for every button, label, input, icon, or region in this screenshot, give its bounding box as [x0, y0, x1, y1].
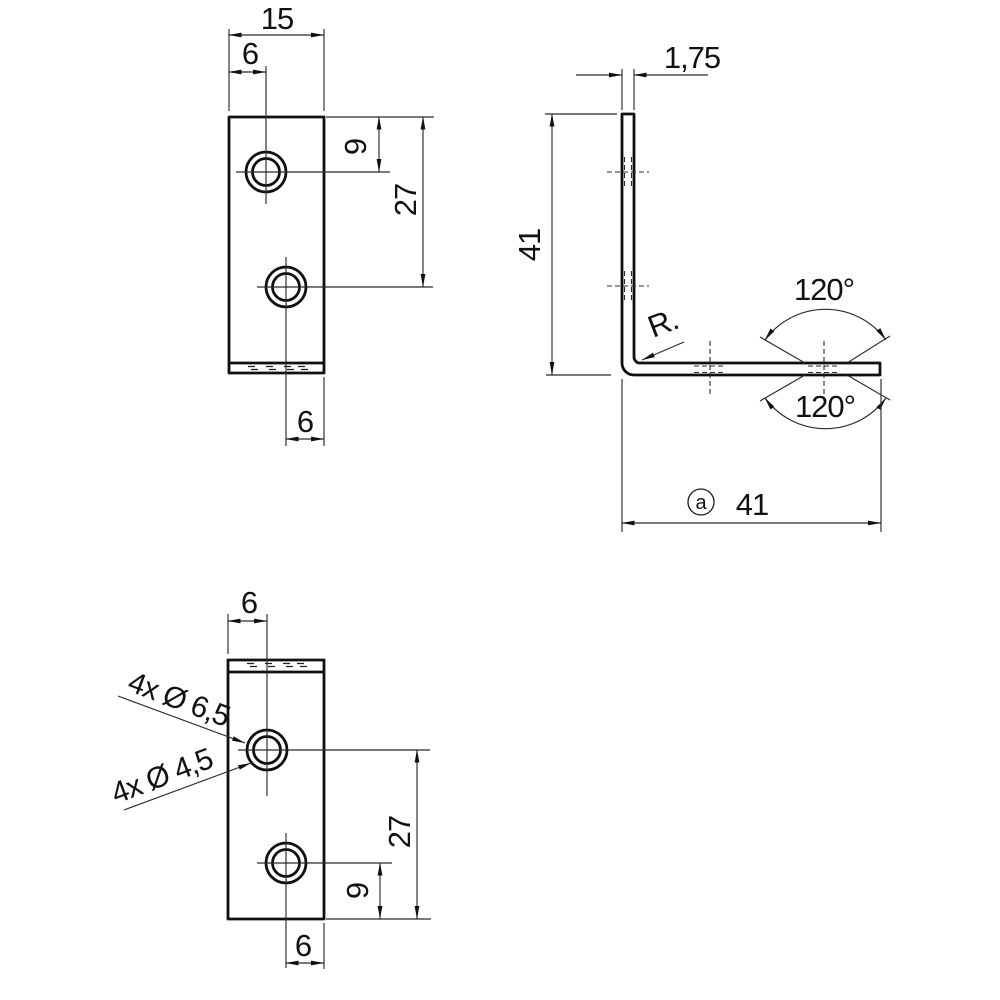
radius-label: R. — [643, 301, 683, 344]
dimension-hole1-9: 9 — [326, 116, 434, 172]
view-side: 1,75 41 R. 120° 120° — [512, 40, 891, 532]
plate-outline — [227, 115, 326, 375]
callout-bend-radius: R. — [641, 301, 685, 361]
angle-callout-lower-120: 120° — [759, 374, 891, 430]
angle-flank-line — [846, 335, 891, 364]
dimension-hole2-27: 27 — [388, 116, 426, 287]
hidden-hole-horizontal-leg-2 — [808, 341, 840, 397]
dimension-hole-offset-right-6: 6 — [285, 377, 325, 446]
leader-line — [117, 695, 246, 744]
hidden-hole-vertical-leg-1 — [607, 157, 649, 188]
bend-zone-marks — [247, 662, 307, 668]
dim-label-hole1: 9 — [338, 139, 373, 155]
dim-label-hole2: 27 — [382, 816, 417, 848]
dimension-leg-height-41: 41 — [512, 113, 617, 376]
datum-circle — [687, 488, 715, 516]
dim-label-hole-offset-right: 6 — [297, 404, 313, 439]
angle-arc — [764, 308, 887, 341]
angle-flank-line — [759, 374, 806, 402]
dimension-hole-offset-right-6: 6 — [285, 923, 325, 969]
bore-note: 4x Ø 4,5 — [107, 742, 218, 810]
dim-label-leg-height: 41 — [512, 229, 547, 261]
dim-label-hole2: 27 — [388, 184, 423, 216]
hole-bottom — [257, 833, 392, 968]
angle-label-upper: 120° — [794, 272, 854, 307]
dimension-leg-length-41: a 41 — [621, 379, 882, 532]
hole-top — [236, 66, 390, 204]
view-front-top: 15 6 9 27 6 — [227, 1, 434, 446]
dim-label-width: 15 — [261, 1, 293, 36]
dim-label-hole1: 9 — [340, 883, 375, 899]
dimension-hole1-9: 9 — [326, 862, 431, 920]
angle-profile-outline — [620, 112, 882, 377]
dimension-hole-offset-left-6: 6 — [228, 36, 266, 75]
leader-line — [641, 341, 685, 361]
hidden-hole-horizontal-leg-1 — [694, 341, 726, 397]
angle-flank-line — [846, 374, 891, 401]
dim-label-thickness: 1,75 — [664, 40, 720, 75]
angle-flank-line — [759, 336, 806, 364]
hole-top — [238, 614, 430, 796]
dimension-hole-offset-left-6: 6 — [227, 585, 267, 654]
callout-countersink: 4x Ø 6,5 — [117, 666, 246, 744]
dimension-width-15: 15 — [228, 1, 325, 111]
angle-arc — [764, 397, 887, 430]
view-front-bottom: 6 4x Ø 6,5 4x Ø 4,5 9 27 6 — [107, 585, 431, 969]
dim-label-hole-offset-left: 6 — [242, 36, 258, 71]
dimension-thickness-175: 1,75 — [576, 40, 721, 110]
plate-outline — [226, 658, 326, 921]
hidden-hole-vertical-leg-2 — [607, 271, 649, 302]
hole-bottom — [257, 257, 433, 446]
dim-label-hole-offset-right: 6 — [295, 928, 311, 963]
dimension-hole2-27: 27 — [382, 749, 420, 919]
bend-zone-marks — [248, 365, 308, 371]
countersink-note: 4x Ø 6,5 — [124, 666, 235, 734]
angle-label-lower: 120° — [795, 389, 855, 424]
angle-callout-upper-120: 120° — [759, 272, 891, 364]
dim-label-hole-offset-left: 6 — [241, 585, 257, 620]
datum-label: a — [695, 492, 707, 514]
leader-line — [123, 762, 252, 811]
dim-label-leg-length: 41 — [736, 487, 768, 522]
